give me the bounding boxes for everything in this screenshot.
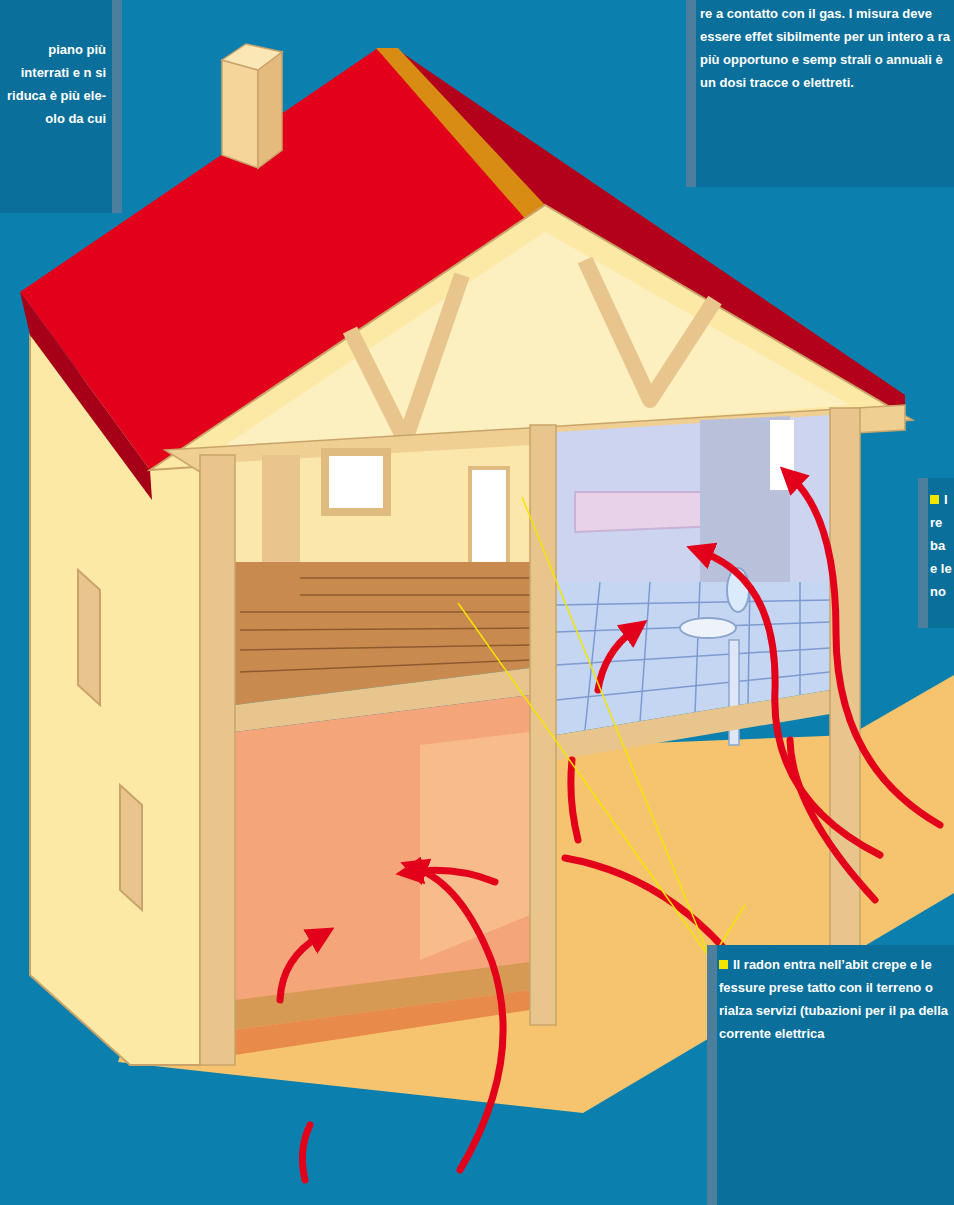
roof-ridge (376, 48, 545, 222)
window (325, 452, 387, 512)
panel-strip (686, 0, 696, 187)
panel-text: piano più interrati e n si riduca è più … (7, 42, 106, 126)
text-wrap: piano più interrati e n si riduca è più … (6, 38, 106, 130)
bullet-square (930, 495, 939, 504)
bathtub (575, 492, 720, 532)
panel-strip (918, 478, 928, 628)
floor-planks (240, 578, 530, 672)
panel-text: Il radon entra nell’abit crepe e le fess… (719, 957, 948, 1041)
text-panel: Il radon entra nell’abit crepe e le fess… (707, 945, 954, 1205)
panel-text: re a contatto con il gas. I misura deve … (700, 6, 950, 90)
chimney (222, 44, 282, 70)
post (200, 455, 235, 1065)
chimney (222, 60, 258, 168)
chimney (258, 52, 282, 168)
post (530, 425, 556, 1025)
leader-lines (458, 497, 770, 958)
panel-text: I re ba e le no (930, 492, 952, 599)
truss (585, 260, 715, 400)
basement-room (235, 695, 530, 1030)
text-panel: I re ba e le no (918, 478, 954, 628)
text-panel: piano più interrati e n si riduca è più … (0, 0, 122, 213)
truss (350, 275, 462, 440)
roof-edge (20, 292, 152, 500)
text-wrap: Il radon entra nell’abit crepe e le fess… (719, 953, 950, 1045)
window (120, 785, 142, 910)
text-wrap: I re ba e le no (930, 488, 954, 603)
text-wrap: re a contatto con il gas. I misura deve … (700, 2, 950, 94)
panel-strip (112, 0, 122, 213)
panel-strip (707, 945, 717, 1205)
window (78, 570, 100, 705)
text-panel: re a contatto con il gas. I misura deve … (686, 0, 954, 187)
toilet (680, 618, 736, 638)
bullet-square (719, 960, 728, 969)
